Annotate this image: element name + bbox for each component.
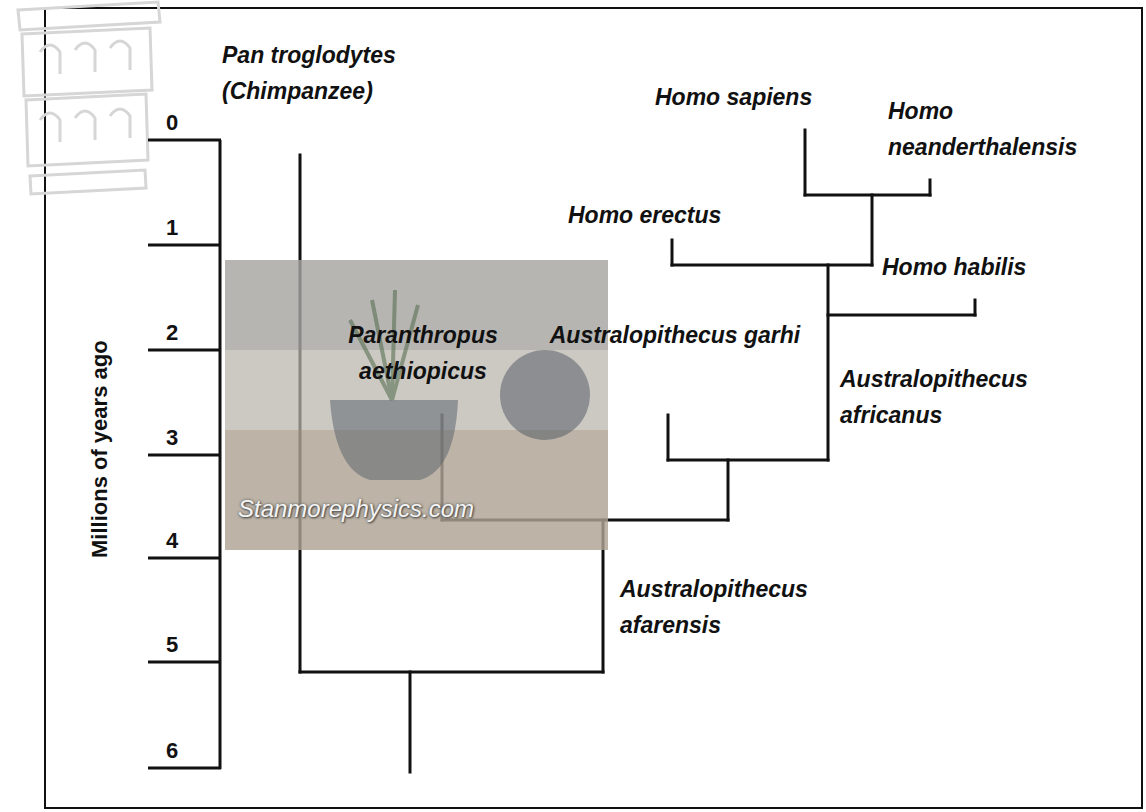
- axis-number: 5: [166, 632, 178, 658]
- time-axis: [148, 140, 221, 769]
- axis-number: 3: [166, 425, 178, 451]
- logo-tower: [18, 2, 160, 194]
- species-label: Pan troglodytes (Chimpanzee): [222, 38, 462, 109]
- watermark-text: Stanmorephysics.com: [238, 490, 474, 527]
- species-label: Australopithecus africanus: [840, 362, 1100, 433]
- watermark-photo: [225, 260, 608, 550]
- axis-number: 4: [166, 528, 178, 554]
- axis-number: 0: [166, 110, 178, 136]
- species-label: Homo sapiens: [655, 80, 812, 116]
- axis-number: 1: [166, 215, 178, 241]
- axis-title: Millions of years ago: [87, 299, 113, 599]
- species-label: Homo habilis: [882, 250, 1026, 286]
- axis-number: 2: [166, 320, 178, 346]
- frame: [45, 8, 1142, 808]
- species-label: Homo erectus: [568, 198, 721, 234]
- axis-number: 6: [166, 738, 178, 764]
- tree-branches: [300, 130, 975, 772]
- species-label: Paranthropus aethiopicus: [318, 318, 528, 389]
- species-label: Australopithecus garhi: [540, 318, 810, 354]
- species-label: Homo neanderthalensis: [888, 94, 1128, 165]
- species-label: Australopithecus afarensis: [620, 572, 890, 643]
